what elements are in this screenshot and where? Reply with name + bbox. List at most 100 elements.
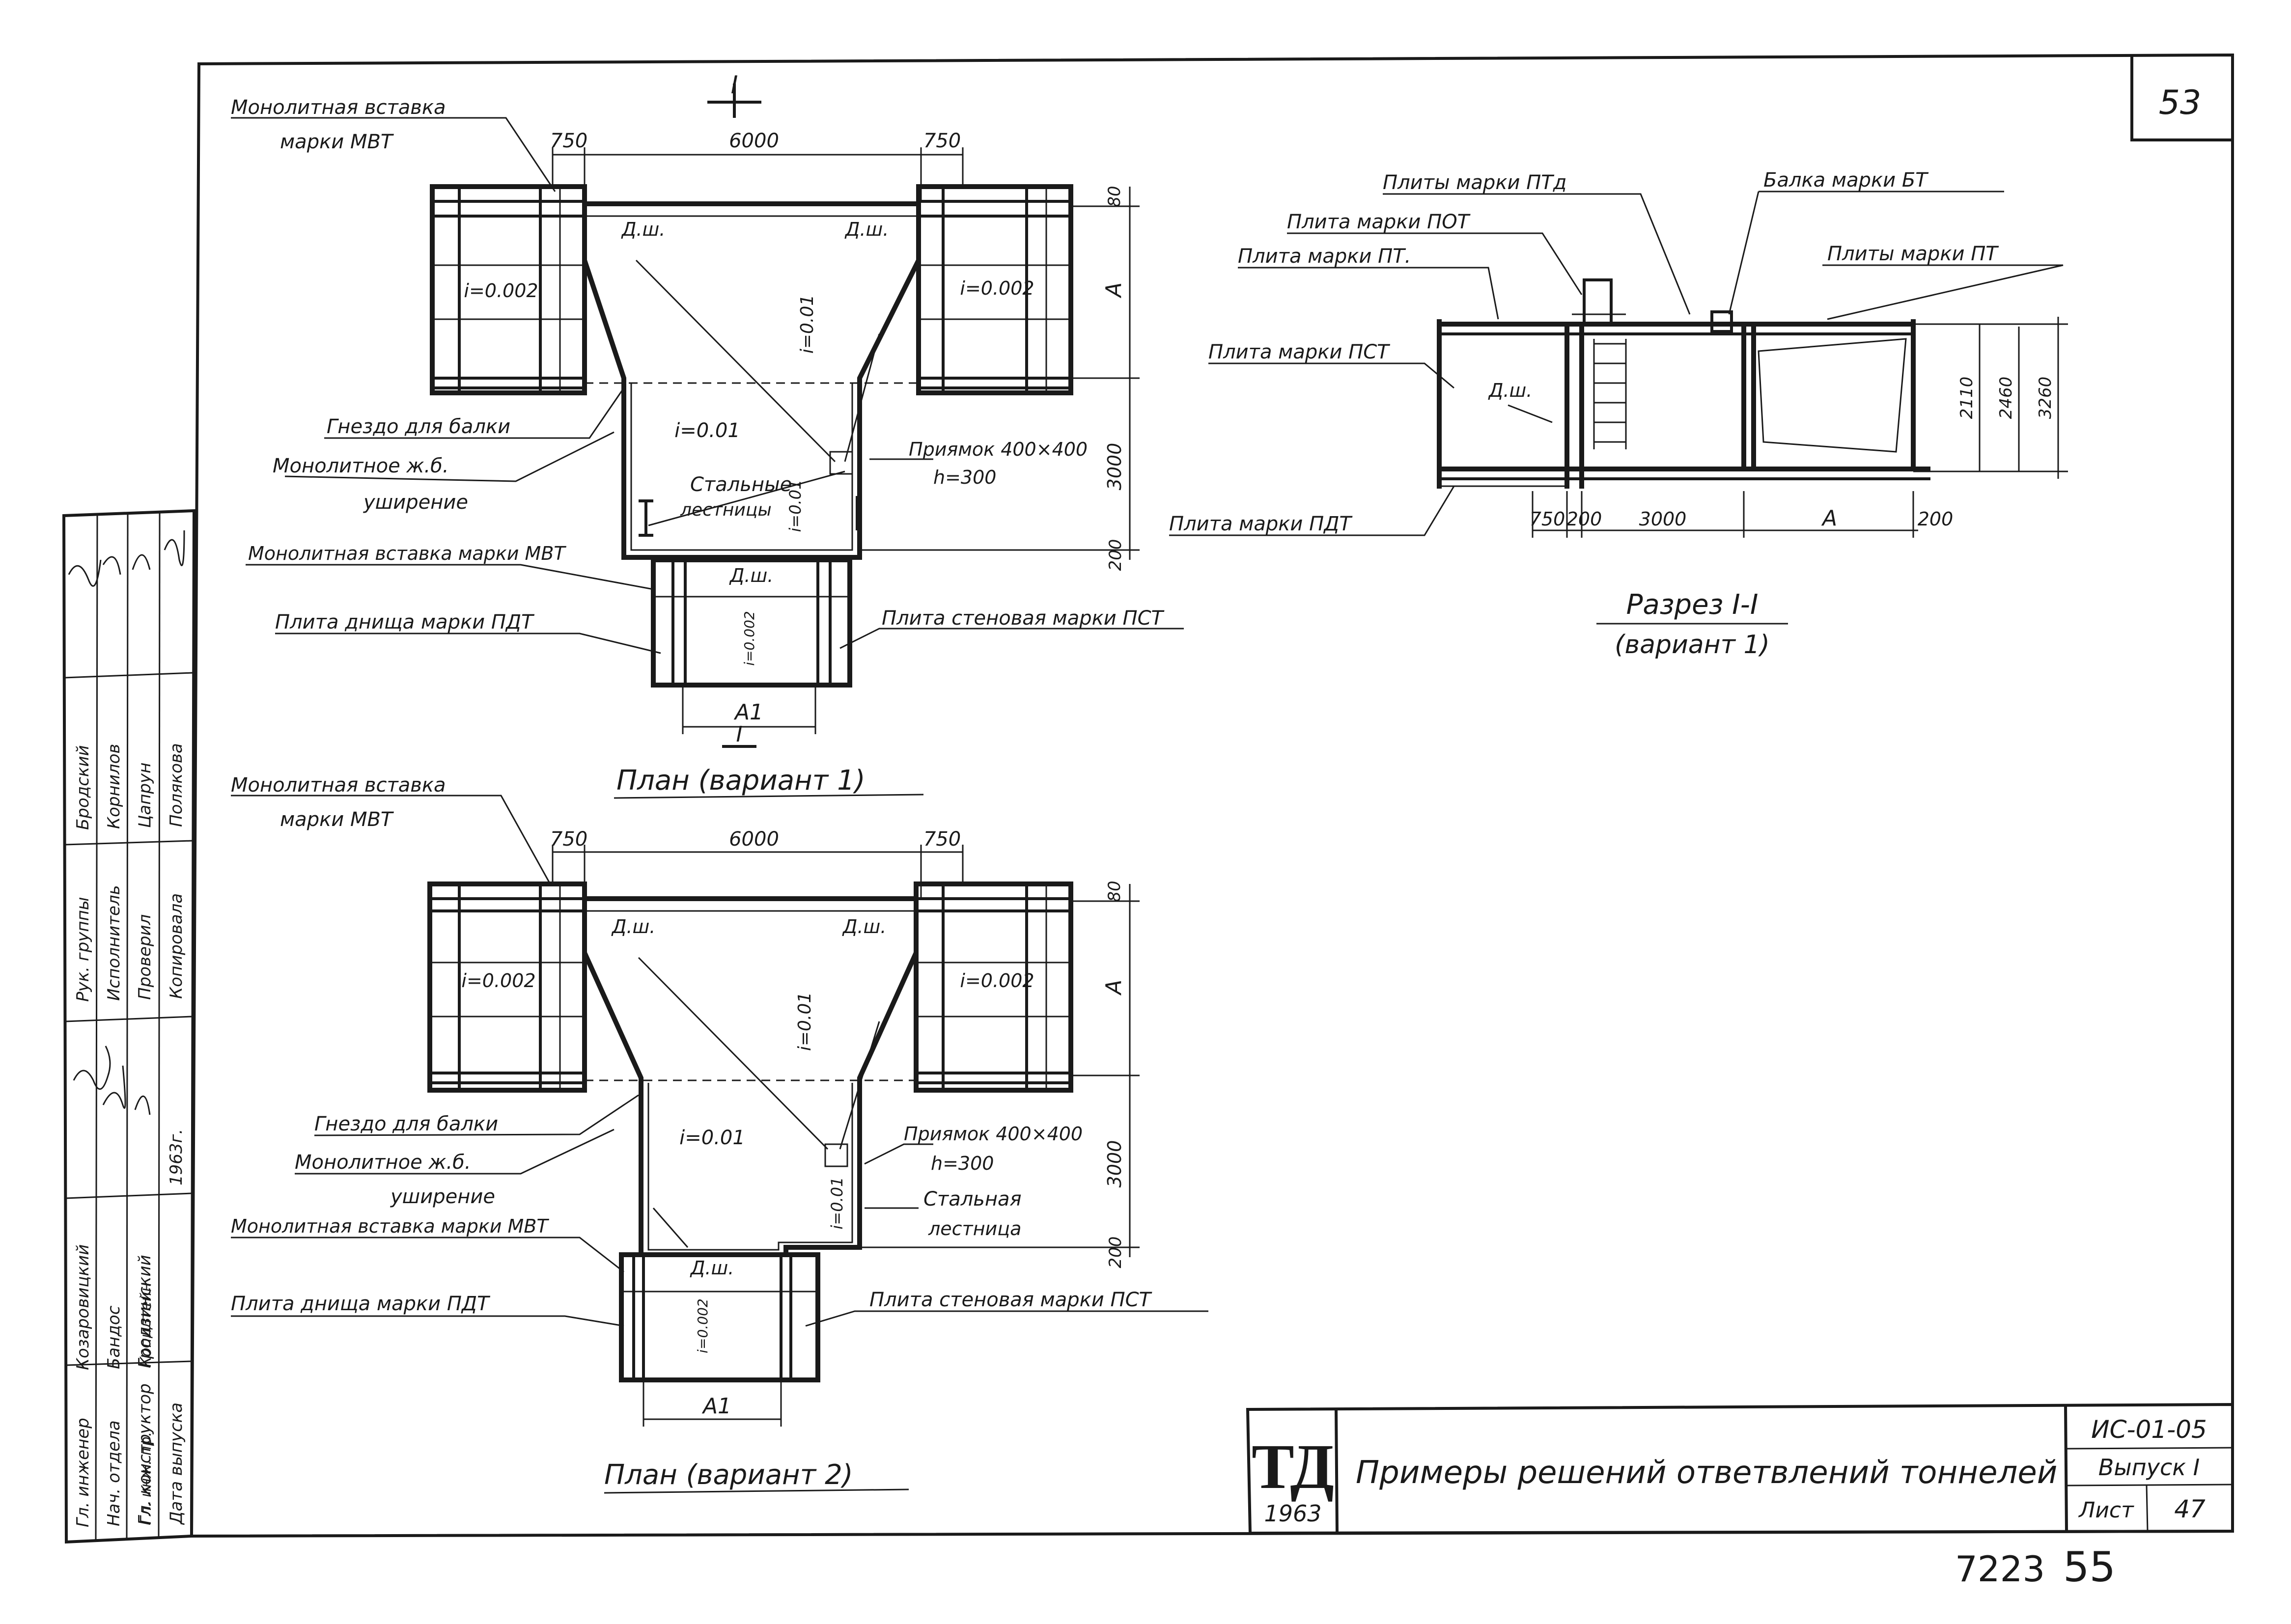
plan2-callout-ladder-1: Стальная	[923, 1188, 1022, 1211]
plan1-slope-right: i=0.002	[960, 277, 1034, 299]
stamp-right-name-1: Бродский	[73, 745, 93, 830]
plan1-slope-pit: i=0.01	[786, 480, 805, 532]
section-title: Разрез I-I	[1626, 589, 1759, 621]
plan1-dim-80: 80	[1105, 186, 1124, 207]
sheet-number: 47	[2174, 1495, 2206, 1523]
plan1-dim-3000: 3000	[1104, 443, 1125, 491]
bottom-number-2: 55	[2063, 1543, 2116, 1591]
plan-variant-1	[231, 83, 1184, 799]
stamp-right-role-1: Рук. группы	[73, 897, 93, 1002]
section-callout-pot: Плита марки ПОТ	[1287, 211, 1471, 233]
drawing-code: ИС-01-05	[2091, 1415, 2207, 1444]
plan1-section-mark-bottom: I	[736, 722, 743, 747]
plan1-dim-6000: 6000	[729, 130, 779, 152]
section-dim-3260: 3260	[2036, 377, 2055, 419]
plan2-callout-socket: Гнездо для балки	[314, 1113, 498, 1135]
plan1-shaft-left: Д.ш.	[621, 219, 666, 240]
plan1-callout-insert-top-1: Монолитная вставка	[231, 96, 446, 119]
stamp-name-5: Копилтейн	[138, 1282, 155, 1367]
section-dim-2110: 2110	[1957, 377, 1977, 419]
plan1-section-mark: I	[731, 71, 738, 99]
stamp-name-4: 1963г.	[167, 1129, 186, 1185]
plan1-callout-bottom-slab: Плита днища марки ПДТ	[275, 611, 535, 633]
stamp-right-name-4: Полякова	[167, 743, 186, 827]
plan1-callout-monolith-2: уширение	[363, 491, 468, 514]
plan2-dim-750-right: 750	[923, 828, 961, 851]
plan2-shaft-right: Д.ш.	[842, 916, 887, 937]
section-dim-750: 750	[1530, 508, 1565, 530]
plan2-slope-pit: i=0.01	[828, 1177, 846, 1230]
stamp-right-name-3: Цапрун	[135, 763, 155, 828]
section-callout-beam: Балка марки БТ	[1763, 169, 1929, 192]
plan1-slope-left: i=0.002	[464, 280, 538, 302]
signature-mark	[102, 556, 121, 575]
signature-mark	[164, 530, 185, 566]
plan1-callout-insert-top-2: марки МВТ	[280, 131, 394, 153]
page-number: 53	[2159, 83, 2202, 122]
section-view	[1169, 191, 2068, 625]
plan2-callout-pit-h: h=300	[931, 1153, 994, 1174]
section-dim-3000: 3000	[1639, 508, 1687, 530]
signature-mark	[102, 1065, 126, 1109]
plan1-callout-wall-slab: Плита стеновая марки ПСТ	[882, 607, 1165, 630]
plan1-callout-pit-h: h=300	[933, 467, 996, 488]
plan2-callout-monolith-1: Монолитное ж.б.	[295, 1151, 471, 1174]
sheet-frame	[66, 53, 2234, 1543]
issue-label: Выпуск I	[2098, 1454, 2200, 1481]
plan2-callout-monolith-2: уширение	[390, 1185, 495, 1208]
plan1-slope-inlet: i=0.002	[741, 611, 757, 665]
plan1-shaft-bottom: Д.ш.	[729, 565, 774, 586]
plan1-callout-insert-bottom: Монолитная вставка марки МВТ	[248, 543, 566, 564]
plan1-dim-a: А	[1101, 282, 1126, 299]
plan2-dim-750-left: 750	[550, 828, 587, 851]
stamp-right-name-2: Корнилов	[104, 744, 124, 829]
plan1-slope-diagonal: i=0.01	[797, 295, 817, 354]
stamp-name-3: Гродзинский	[135, 1255, 155, 1368]
section-callout-pt: Плита марки ПТ.	[1238, 245, 1411, 268]
plan2-callout-insert-bottom: Монолитная вставка марки МВТ	[231, 1215, 549, 1237]
plan2-dim-a: А	[1101, 980, 1126, 996]
plan1-callout-ladders-2: лестницы	[680, 500, 772, 520]
section-dim-2460: 2460	[1996, 377, 2016, 419]
stamp-role-1: Гл. инженер	[73, 1418, 93, 1527]
stamp-role-4: Дата выпуска	[167, 1403, 186, 1525]
plan2-slope-diagonal: i=0.01	[795, 992, 815, 1051]
signature-mark	[132, 554, 151, 570]
signature-stamp	[62, 509, 196, 1544]
plan2-callout-bottom-slab: Плита днища марки ПДТ	[231, 1293, 491, 1315]
plan2-dim-6000: 6000	[729, 828, 779, 851]
stamp-role-3: Гл. конструктор	[135, 1383, 155, 1525]
sheet-title: Примеры решений ответвлений тоннелей	[1356, 1455, 2057, 1491]
plan1-dim-a1: А1	[733, 700, 763, 725]
plan2-callout-insert-top-1: Монолитная вставка	[231, 774, 446, 797]
section-callout-pst: Плита марки ПСТ	[1208, 341, 1391, 363]
plan1-callout-monolith-1: Монолитное ж.б.	[273, 455, 449, 477]
plan2-slope-left: i=0.002	[461, 970, 535, 991]
sheet-label: Лист	[2078, 1498, 2134, 1523]
stamp-role-2: Нач. отдела	[104, 1420, 124, 1526]
plan1-dim-200: 200	[1106, 539, 1125, 571]
plan2-dim-a1: А1	[701, 1394, 731, 1419]
plan2-callout-wall-slab: Плита стеновая марки ПСТ	[869, 1289, 1153, 1311]
stamp-right-role-2: Исполнитель	[104, 885, 124, 1001]
plan2-dim-3000: 3000	[1104, 1140, 1125, 1188]
stamp-right-role-3: Проверил	[135, 914, 155, 1000]
signature-mark	[134, 1096, 151, 1115]
section-subtitle: (вариант 1)	[1615, 630, 1770, 660]
plan2-slope-branch: i=0.01	[679, 1127, 745, 1149]
plan1-slope-branch: i=0.01	[674, 419, 740, 442]
plan2-callout-ladder-2: лестница	[928, 1218, 1021, 1239]
section-callout-shaft: Д.ш.	[1488, 380, 1533, 401]
plan2-shaft-bottom: Д.ш.	[690, 1257, 734, 1279]
section-callout-ptg: Плиты марки ПТд	[1383, 171, 1566, 194]
plan2-dim-200: 200	[1106, 1237, 1125, 1268]
plan1-callout-ladders-1: Стальные	[690, 473, 792, 496]
plan-variant-2	[231, 795, 1208, 1494]
plan2-title: План (вариант 2)	[604, 1459, 853, 1491]
plan1-callout-socket: Гнездо для балки	[327, 415, 510, 438]
plan2-callout-pit: Приямок 400×400	[904, 1123, 1083, 1145]
section-dim-a: А	[1821, 506, 1837, 531]
plan1-title: План (вариант 1)	[616, 765, 866, 797]
stamp-name-2: Бандос	[104, 1305, 124, 1369]
